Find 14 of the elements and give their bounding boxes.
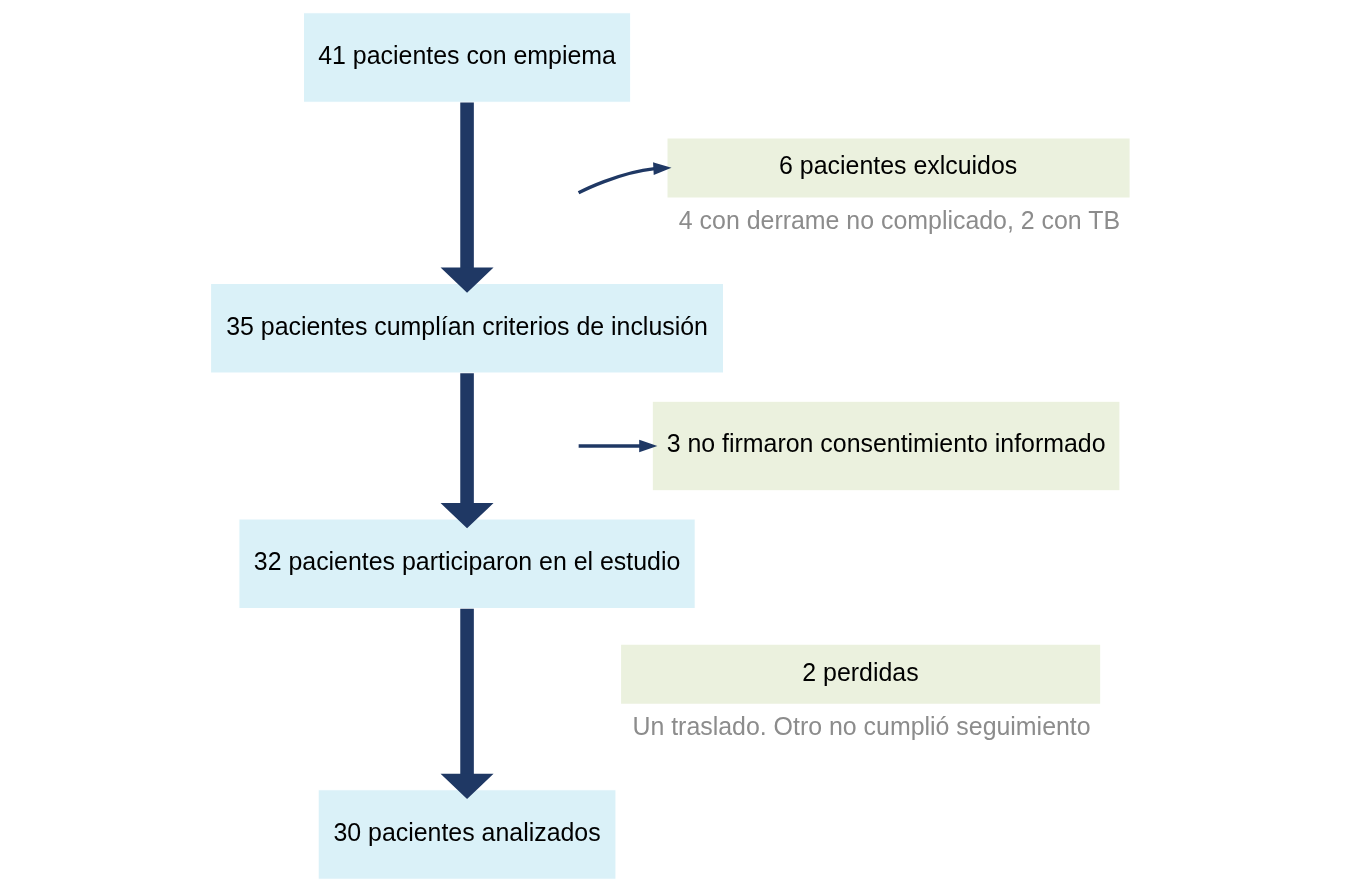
node-label: Un traslado. Otro no cumplió seguimiento [631, 711, 1091, 740]
node-box: 30 pacientes analizados [317, 789, 617, 880]
arrow [440, 102, 494, 293]
node-box: 6 pacientes exlcuidos [667, 138, 1130, 198]
arrow [440, 373, 494, 529]
node-label: 4 con derrame no complicado, 2 con TB [678, 205, 1120, 234]
node-box: 3 no firmaron consentimiento informado [651, 400, 1121, 492]
arrow [578, 439, 657, 453]
node-box: 35 pacientes cumplían criterios de inclusión [209, 282, 724, 374]
arrow [577, 162, 672, 195]
node-box: 41 pacientes con empiema [302, 12, 631, 103]
arrow [440, 608, 494, 799]
node-box: 2 perdidas [620, 644, 1100, 704]
node-box: 32 pacientes participaron en el estudio [237, 518, 696, 610]
